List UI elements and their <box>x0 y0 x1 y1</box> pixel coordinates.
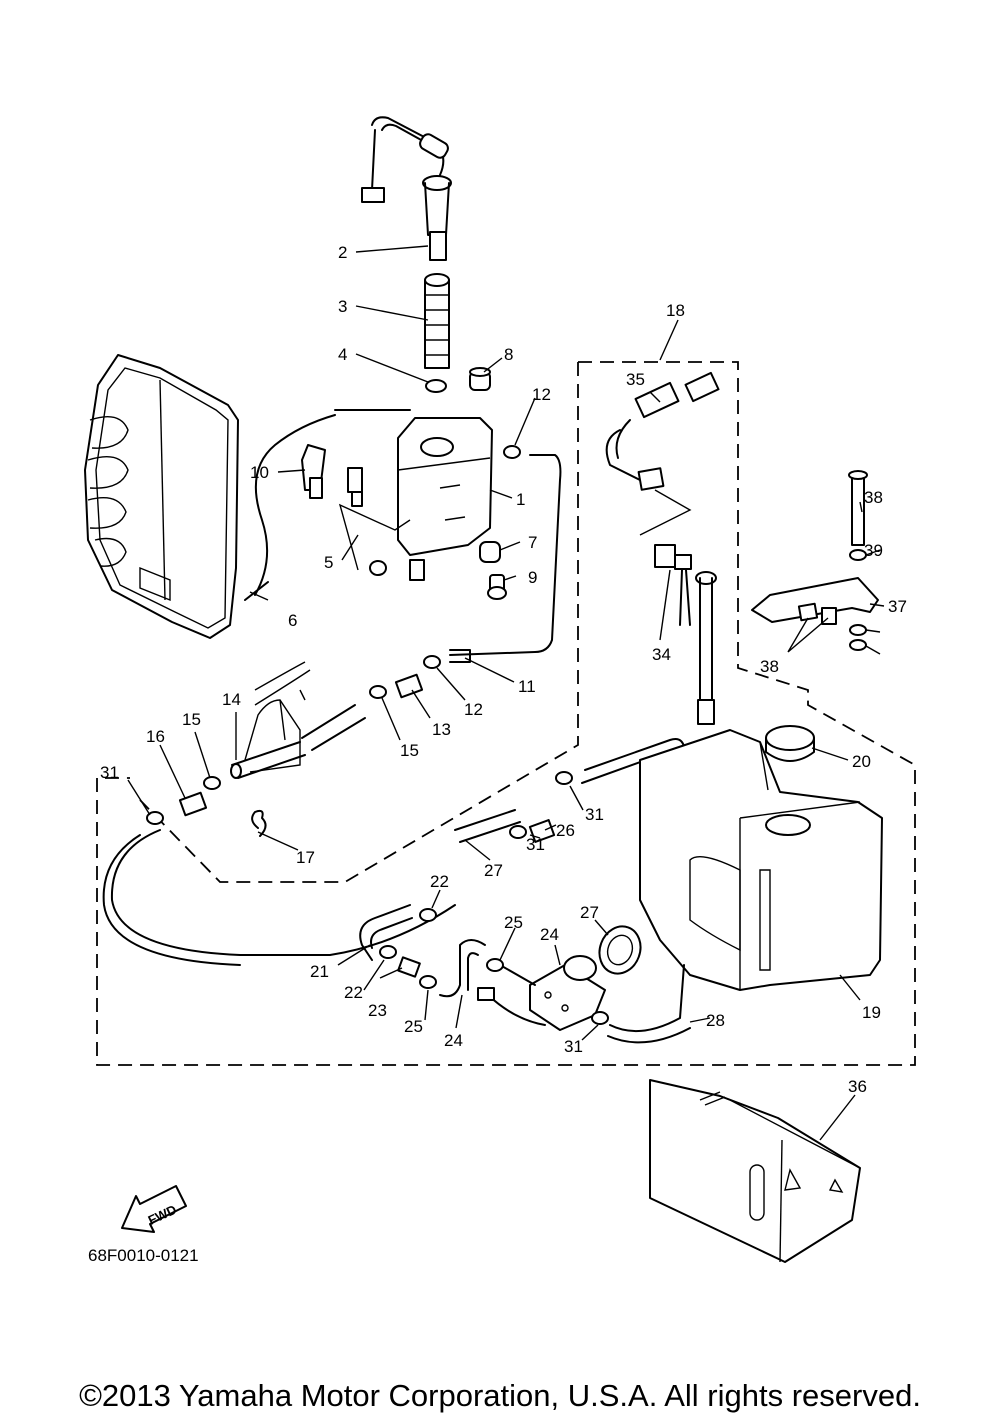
callout-14: 14 <box>222 690 241 709</box>
oil-level-sensor <box>361 116 452 261</box>
callout-20: 20 <box>852 752 871 771</box>
callout-35: 37 <box>888 597 907 616</box>
callout-38-top: 39 <box>864 541 883 560</box>
callout-8: 8 <box>504 345 513 364</box>
fittings-mid <box>146 655 441 837</box>
callout-24: 24 <box>444 1031 463 1050</box>
callout-37: 38 <box>864 488 883 507</box>
grommet-7 <box>479 541 501 563</box>
callout-labels: 2 3 4 8 12 1 7 9 10 6 5 11 12 13 15 14 1… <box>100 243 907 1096</box>
callout-22-bottom: 22 <box>344 983 363 1002</box>
hose-11 <box>449 454 562 656</box>
callout-27: 27 <box>580 903 599 922</box>
hose-6 <box>254 409 411 596</box>
callout-29: 26 <box>556 821 575 840</box>
callout-11: 11 <box>518 677 536 696</box>
callout-30: 27 <box>484 861 503 880</box>
callout-25-top: 25 <box>504 913 523 932</box>
oil-tank-sub <box>397 417 493 581</box>
callout-34: 36 <box>848 1077 867 1096</box>
callout-6: 6 <box>288 611 297 630</box>
grommet-8 <box>469 367 491 391</box>
callout-18: 18 <box>666 301 685 320</box>
main-oil-tank <box>639 725 883 991</box>
diagram-reference-code: 68F0010-0121 <box>88 1246 199 1265</box>
fuel-pump-26 <box>477 955 609 1031</box>
callout-2: 2 <box>338 243 347 262</box>
callout-17: 17 <box>296 848 315 867</box>
callout-7: 7 <box>528 533 537 552</box>
callout-36: 38 <box>760 657 779 676</box>
engine-cowling <box>84 354 239 639</box>
callout-25-bottom: 25 <box>404 1017 423 1036</box>
callout-5: 5 <box>324 553 333 572</box>
callout-3: 3 <box>338 297 347 316</box>
callout-31-right: 31 <box>585 805 604 824</box>
tank-tray-34 <box>649 1079 861 1263</box>
clamp-12-top <box>503 445 521 459</box>
callout-22-top: 22 <box>430 872 449 891</box>
hose-28 <box>607 964 691 1044</box>
bolt-9 <box>487 574 507 600</box>
callout-31-left: 31 <box>100 763 119 782</box>
fittings-lower-left <box>359 904 437 989</box>
callout-16: 16 <box>146 727 165 746</box>
clamp-31c <box>555 771 573 785</box>
clamp-25a <box>486 958 504 972</box>
callout-31-mid: 31 <box>526 835 545 854</box>
callout-26: 24 <box>540 925 559 944</box>
washer-4 <box>425 379 447 393</box>
sensor-clip <box>338 467 411 576</box>
callout-9: 9 <box>528 568 537 587</box>
callout-15-left: 15 <box>182 710 201 729</box>
callout-12-top: 12 <box>532 385 551 404</box>
sensor-cable-32 <box>605 371 721 774</box>
callout-4: 4 <box>338 345 347 364</box>
copyright-notice: ©2013 Yamaha Motor Corporation, U.S.A. A… <box>79 1378 921 1413</box>
bracket-35 <box>751 470 879 651</box>
hull-section <box>244 661 311 773</box>
callout-10: 10 <box>250 463 269 482</box>
callout-33: 35 <box>626 370 645 389</box>
callout-32: 34 <box>652 645 671 664</box>
leader-lines <box>127 245 885 1141</box>
callout-13: 13 <box>432 720 451 739</box>
callout-1: 1 <box>516 490 525 509</box>
callout-12-mid: 12 <box>464 700 483 719</box>
assembly-boundary-18 <box>96 361 916 1066</box>
callout-31-bottom: 31 <box>564 1037 583 1056</box>
hose-24 <box>439 939 486 998</box>
filler-cap-27 <box>598 925 642 975</box>
oil-filter <box>424 273 450 369</box>
bracket-10 <box>301 444 326 499</box>
clamp-31b <box>509 825 527 839</box>
hose-30 <box>102 809 521 966</box>
callout-15-mid: 15 <box>400 741 419 760</box>
callout-28: 28 <box>706 1011 725 1030</box>
callout-19: 19 <box>862 1003 881 1022</box>
callout-21: 21 <box>310 962 329 981</box>
fwd-arrow: FWD <box>121 1185 187 1233</box>
callout-23: 23 <box>368 1001 387 1020</box>
